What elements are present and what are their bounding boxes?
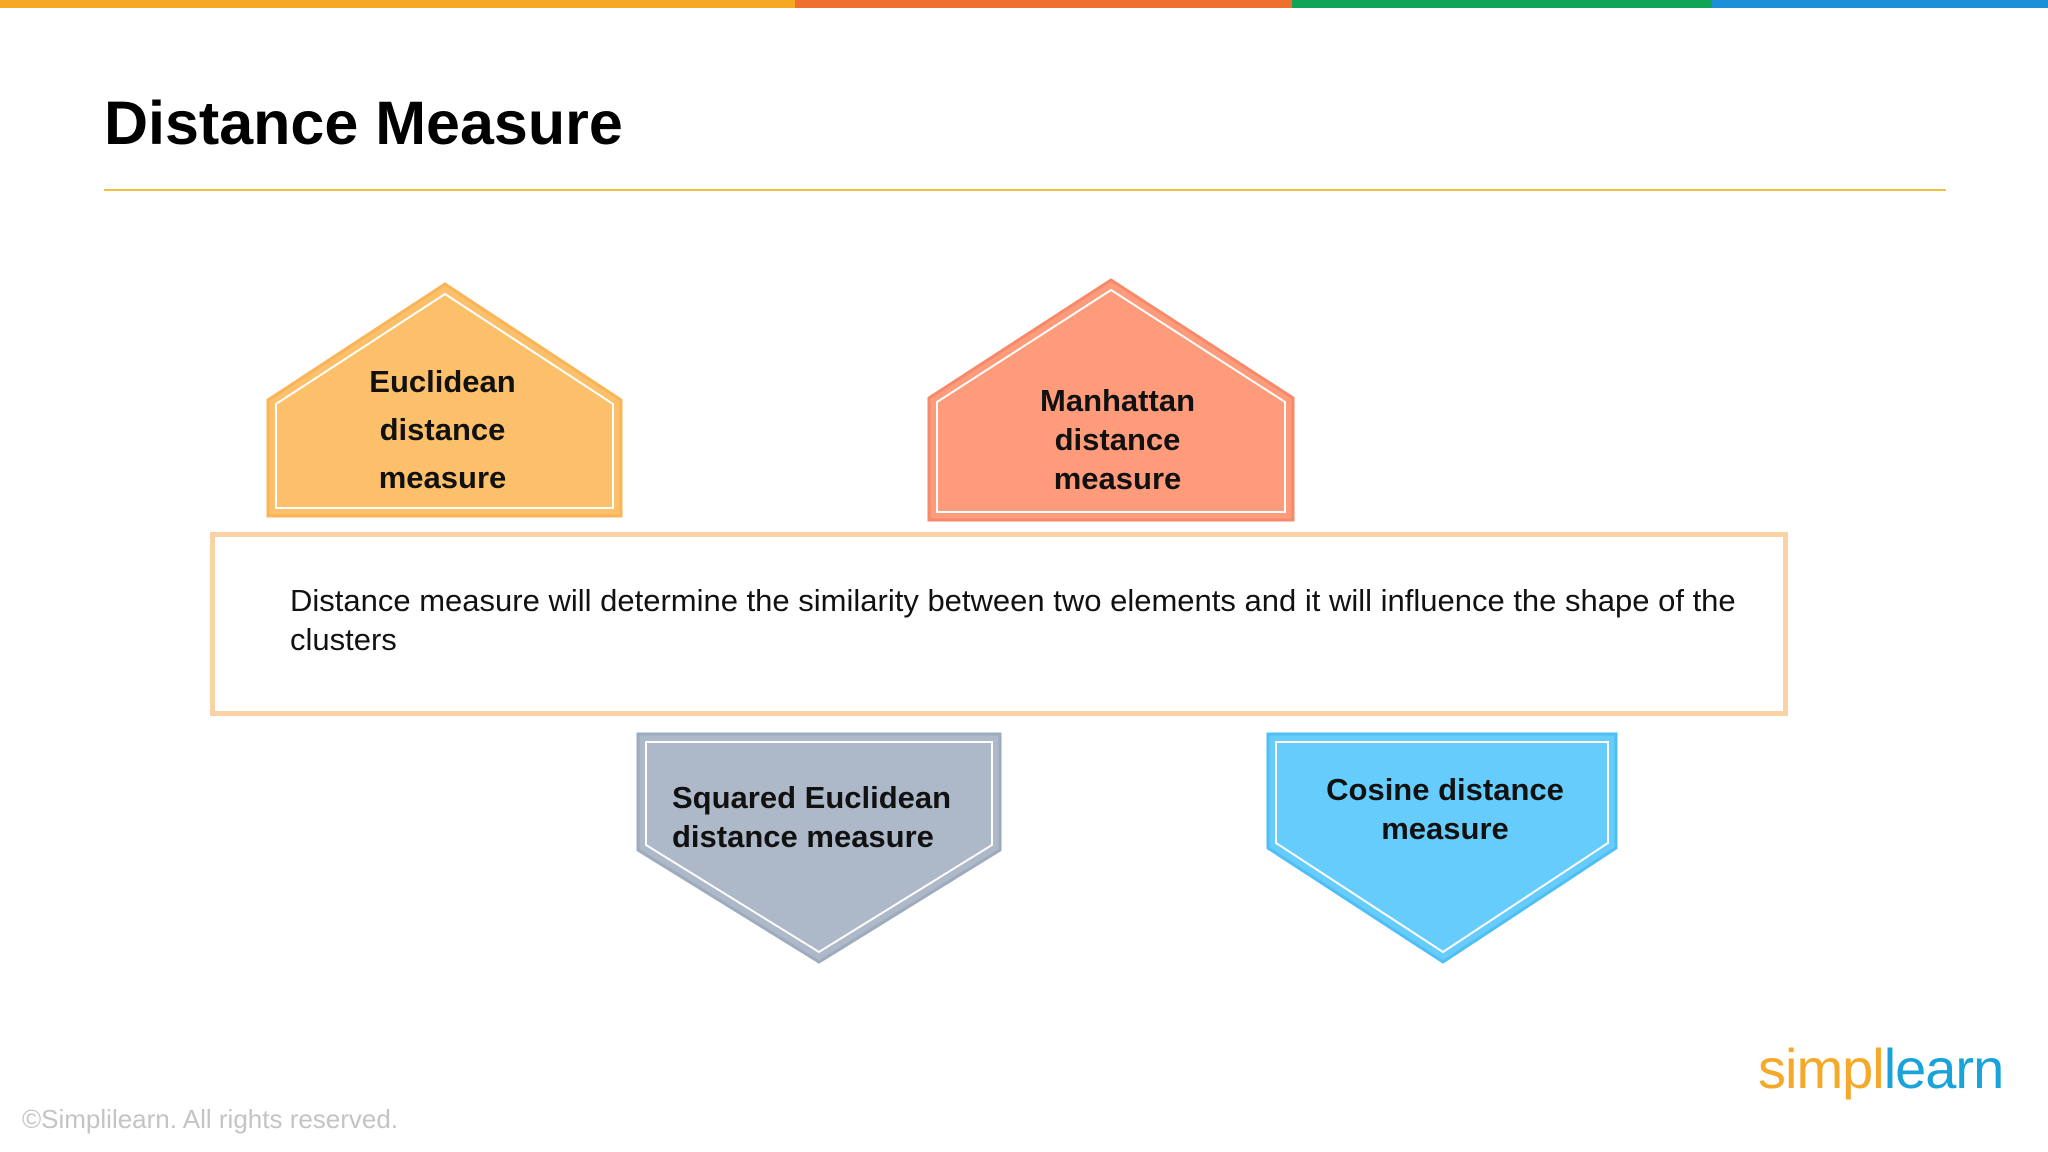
cosine-label-line1: Cosine distance (1326, 772, 1564, 807)
euclidean-shape (266, 282, 623, 518)
top-bar-green (1292, 0, 1712, 8)
manhattan-label: Manhattan distance measure (965, 381, 1270, 498)
logo-part-learn: learn (1883, 1037, 2005, 1100)
page-title: Distance Measure (104, 89, 623, 157)
squared-euclidean-label-line1: Squared Euclidean (672, 780, 952, 815)
top-bar-orange (795, 0, 1292, 8)
logo-part-simpl: simpl (1758, 1037, 1885, 1100)
top-color-bar (0, 0, 2048, 8)
copyright-text: ©Simplilearn. All rights reserved. (22, 1104, 399, 1134)
simplilearn-logo: simpllearn (1758, 1036, 2005, 1101)
squared-euclidean-label: Squared Euclidean distance measure (672, 778, 972, 856)
cosine-label-line2: measure (1381, 811, 1509, 846)
title-divider (104, 189, 1946, 191)
euclidean-label-line3: measure (378, 460, 507, 495)
euclidean-label: Euclidean distance measure (300, 358, 585, 502)
cosine-label: Cosine distance measure (1290, 770, 1600, 848)
squared-euclidean-label-line2: distance measure (672, 819, 934, 854)
description-box (210, 532, 1788, 716)
cosine-shape (1266, 732, 1618, 964)
euclidean-label-line1: Euclidean (369, 364, 516, 399)
manhattan-label-line1: Manhattan (1040, 383, 1195, 418)
top-bar-yellow (0, 0, 795, 8)
description-text: Distance measure will determine the simi… (290, 583, 1736, 657)
manhattan-label-line2: distance (1054, 422, 1181, 457)
manhattan-shape (927, 278, 1295, 522)
top-bar-blue (1712, 0, 2048, 8)
euclidean-label-line2: distance (379, 412, 506, 447)
manhattan-label-line3: measure (1053, 461, 1182, 496)
squared-euclidean-shape (636, 732, 1002, 964)
